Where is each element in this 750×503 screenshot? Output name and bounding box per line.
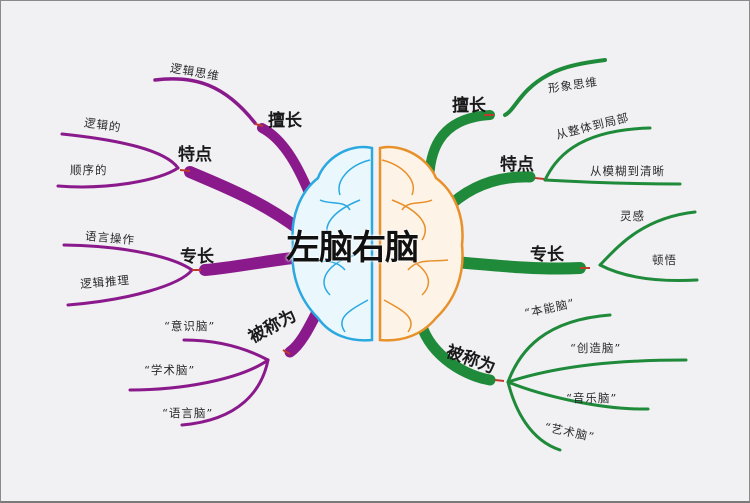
left-leaf: “学术脑” [144, 363, 196, 377]
right-leaf: 从模糊到清晰 [590, 164, 665, 178]
right-label-zhuanchang: 专长 [530, 245, 564, 265]
left-branch-zhuanchang [199, 252, 298, 276]
left-label-shanchang: 擅长 [268, 111, 302, 131]
right-branch-zhuanchang [449, 256, 586, 275]
center-title: 左脑右脑 [286, 228, 419, 268]
left-branch-tedian [184, 166, 306, 236]
left-branch-shanchang [257, 123, 317, 205]
left-leaf: “意识脑” [164, 319, 216, 333]
left-leaf: “语言脑” [162, 406, 214, 420]
left-label-tedian: 特点 [178, 145, 212, 165]
right-leaf: 顿悟 [652, 253, 677, 267]
right-leaf: “音乐脑” [566, 391, 618, 405]
left-leaf: 顺序的 [70, 163, 108, 177]
right-leaf: “创造脑” [570, 341, 622, 355]
right-hemisphere [378, 145, 464, 342]
left-hemisphere [291, 145, 374, 342]
joint-marks [179, 114, 590, 382]
right-label-tedian: 特点 [500, 155, 534, 175]
right-leaf: 灵感 [620, 209, 645, 223]
brain-icon [291, 145, 464, 342]
right-label-shanchang: 擅长 [452, 96, 486, 116]
left-label-zhuanchang: 专长 [180, 247, 214, 267]
